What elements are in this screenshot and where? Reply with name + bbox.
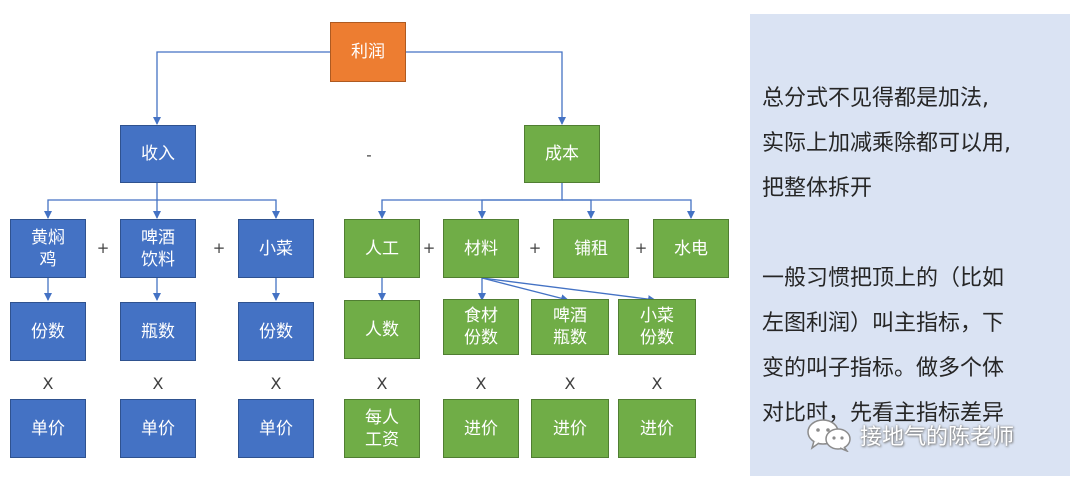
qty-bottles-beer: 瓶数 xyxy=(120,302,196,361)
cost-node: 成本 xyxy=(524,125,600,183)
qty-portions-sides: 份数 xyxy=(238,302,314,361)
unit-price-beer: 单价 xyxy=(120,399,196,458)
cost-item-rent: 铺租 xyxy=(553,219,629,278)
panel-line-1: 总分式不见得都是加法, xyxy=(762,86,989,111)
multiply-sign-6: X xyxy=(564,373,576,393)
wechat-icon xyxy=(807,419,851,452)
revenue-node: 收入 xyxy=(120,125,196,183)
multiply-sign-4: X xyxy=(376,373,388,393)
qty-headcount: 人数 xyxy=(344,300,420,359)
qty-beer-bottles-cost: 啤酒 瓶数 xyxy=(531,299,609,355)
purchase-price-sides: 进价 xyxy=(618,399,696,458)
purchase-price-beer: 进价 xyxy=(531,399,609,458)
multiply-sign-3: X xyxy=(270,373,282,393)
qty-portions-chicken: 份数 xyxy=(10,302,86,361)
paragraph-gap xyxy=(762,211,1070,256)
plus-sign-revenue-1: + xyxy=(96,239,110,257)
watermark: 接地气的陈老师 xyxy=(806,418,1014,452)
panel-line-5: 左图利润）叫主指标，下 xyxy=(762,311,1005,336)
revenue-item-beer-drinks: 啤酒 饮料 xyxy=(120,219,196,278)
revenue-item-side-dishes: 小菜 xyxy=(238,219,314,278)
cost-item-materials: 材料 xyxy=(443,219,519,278)
wage-per-person: 每人 工资 xyxy=(344,399,420,458)
profit-tree-diagram: 利润 - 收入 成本 黄焖 鸡 啤酒 饮料 小菜 + + 人工 材料 铺租 水电… xyxy=(10,22,729,458)
panel-line-6: 变的叫子指标。做多个体 xyxy=(762,356,1005,381)
multiply-sign-7: X xyxy=(651,373,663,393)
qty-side-portions-cost: 小菜 份数 xyxy=(618,299,696,355)
panel-line-4: 一般习惯把顶上的（比如 xyxy=(762,266,1005,291)
minus-sign: - xyxy=(366,146,372,164)
plus-sign-revenue-2: + xyxy=(212,239,226,257)
plus-sign-cost-3: + xyxy=(634,239,648,257)
plus-sign-cost-1: + xyxy=(422,239,436,257)
qty-ingredient-portions: 食材 份数 xyxy=(443,299,519,355)
multiply-sign-5: X xyxy=(475,373,487,393)
panel-line-3: 把整体拆开 xyxy=(762,176,873,201)
watermark-text: 接地气的陈老师 xyxy=(860,425,1015,450)
panel-line-7: 对比时，先看主指标差异 xyxy=(762,401,1005,426)
multiply-sign-2: X xyxy=(152,373,164,393)
panel-line-2: 实际上加减乘除都可以用, xyxy=(762,131,1011,156)
unit-price-chicken: 单价 xyxy=(10,399,86,458)
plus-sign-cost-2: + xyxy=(528,239,542,257)
unit-price-sides: 单价 xyxy=(238,399,314,458)
multiply-sign-1: X xyxy=(42,373,54,393)
revenue-item-braised-chicken: 黄焖 鸡 xyxy=(10,219,86,278)
cost-item-utilities: 水电 xyxy=(653,219,729,278)
purchase-price-ingredients: 进价 xyxy=(443,399,519,458)
profit-node: 利润 xyxy=(330,22,406,82)
explanation-panel: 总分式不见得都是加法, 实际上加减乘除都可以用, 把整体拆开 一般习惯把顶上的（… xyxy=(750,14,1070,476)
cost-item-labor: 人工 xyxy=(344,219,420,278)
connector-lines xyxy=(44,51,695,304)
